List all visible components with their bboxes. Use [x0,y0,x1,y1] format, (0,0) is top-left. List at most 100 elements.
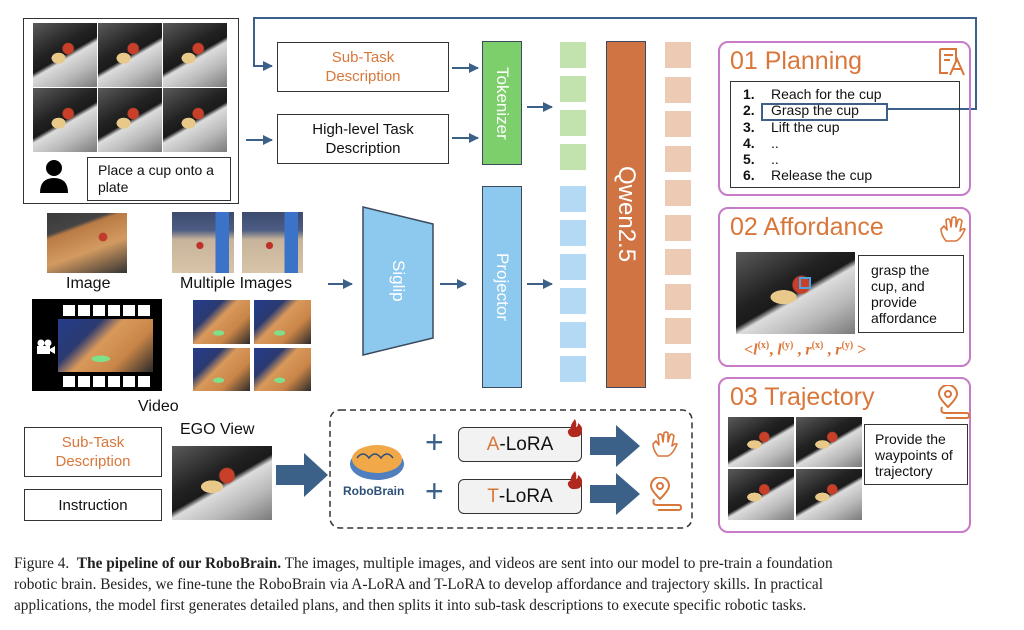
output-token [665,111,691,137]
output-token [665,76,691,103]
visual-token [560,186,586,212]
subtask-description-label: Sub-Task Description [325,49,401,85]
planning-step: 5... [743,151,959,167]
planning-step: 2. Grasp the cup [743,102,959,118]
frame-6 [163,88,227,152]
instruction-box: Place a cup onto a plate [87,157,231,201]
location-pin-icon-output [649,477,682,511]
video-still [58,319,153,372]
t-lora-module: T-LoRA [458,479,582,514]
video-camera-icon [37,339,55,354]
siglip-label: Siglip [389,260,408,302]
text-token [560,110,586,136]
visual-token [560,356,586,382]
film-holes-bottom [63,376,151,387]
affordance-formula: <l(x), l(y) , r(x) , r(y) > [744,340,867,359]
planning-document-icon [939,48,965,76]
video-frame-2 [254,300,311,344]
video-frame-1 [193,300,250,344]
arrow-ego-to-robobrain [276,453,328,497]
figure-caption: Figure 4. The pipeline of our RoboBrain.… [14,553,1010,616]
person-icon [40,160,68,193]
siglip-label-wrap: Siglip [363,224,433,338]
output-token [665,42,691,68]
trajectory-image-2 [796,417,862,467]
planning-step-text: Release the cup [771,167,873,184]
highlevel-task-label: High-level Task Description [312,121,414,157]
affordance-image [736,252,855,334]
video-label: Video [138,398,179,415]
planning-step-text: Lift the cup [771,118,840,135]
planning-step-number: 6. [743,167,755,184]
multi-image-1 [172,212,234,273]
feedback-loop-line [253,17,977,110]
a-lora-suffix: -LoRA [499,433,554,455]
planning-step-text: .. [771,151,779,168]
affordance-desc-box: grasp the cup, and provide affordance [858,255,964,333]
subtask-description-box: Sub-Task Description [277,42,449,92]
hand-icon [940,216,966,242]
planning-step: 4... [743,135,959,151]
multi-image-2 [242,212,303,273]
t-lora-suffix: -LoRA [498,485,553,507]
video-frame-3 [193,348,250,391]
visual-token [560,322,586,348]
finetune-instruction-box: Instruction [24,489,162,521]
output-token [665,318,691,344]
qwen-llm-block: Qwen2.5 [606,41,646,388]
frame-3 [163,23,227,87]
affordance-bbox [799,277,811,289]
image-label: Image [66,275,111,292]
trajectory-image-3 [728,469,794,520]
planning-step-number: 2. [743,102,755,119]
highlevel-task-box: High-level Task Description [277,114,449,164]
arrow-alora-to-affordance [590,425,640,467]
caption-line-2: robotic brain. Besides, we fine-tune the… [14,576,823,593]
visual-token [560,288,586,314]
caption-line-1: Figure 4. The pipeline of our RoboBrain.… [14,553,1010,574]
ego-view-label: EGO View [180,421,255,438]
tokenizer-label: Tokenizer [493,66,512,140]
caption-text-1: The images, multiple images, and videos … [281,555,833,572]
affordance-desc: grasp the cup, and provide affordance [871,262,937,326]
frame-2 [98,23,162,87]
text-token [560,76,586,102]
connector-layer [246,17,977,529]
affordance-title: 02 Affordance [730,213,884,241]
arrow-tlora-to-trajectory [590,473,640,515]
caption-line-3: applications, the model first generates … [14,597,807,614]
plus-a: + [425,424,444,460]
planning-step-text: .. [771,134,779,151]
projector-label: Projector [493,252,512,322]
output-token [665,180,691,206]
output-token [665,145,691,172]
trajectory-desc-box: Provide the waypoints of trajectory [864,424,968,485]
trajectory-title: 03 Trajectory [730,383,875,411]
output-token [665,214,691,241]
planning-title: 01 Planning [730,47,863,75]
location-pin-icon [937,385,970,419]
task-input-panel: Place a cup onto a plate [23,18,239,204]
qwen-label: Qwen2.5 [613,166,640,263]
frame-5 [98,88,162,152]
planning-step-number: 3. [743,118,755,135]
affordance-card: 02 Affordance grasp the cup, and provide… [718,207,971,367]
finetune-instruction-label: Instruction [58,496,128,514]
caption-title: The pipeline of our RoboBrain. [76,555,282,572]
plus-t: + [425,473,444,509]
planning-step: 1.Reach for the cup [743,86,959,102]
fire-icon-a [567,419,583,438]
finetune-subtask-box: Sub-Task Description [24,427,162,477]
fire-icon-t [567,471,583,490]
video-frame-4 [254,348,311,391]
planning-step-text: Reach for the cup [771,86,882,102]
planning-step-text: Grasp the cup [771,102,859,119]
text-token [560,42,586,68]
text-token [560,144,586,170]
ego-view-image [172,446,272,520]
trajectory-image-4 [796,469,862,520]
video-frame [32,299,162,391]
frame-1 [33,23,97,87]
planning-step: 6. Release the cup [743,167,959,183]
